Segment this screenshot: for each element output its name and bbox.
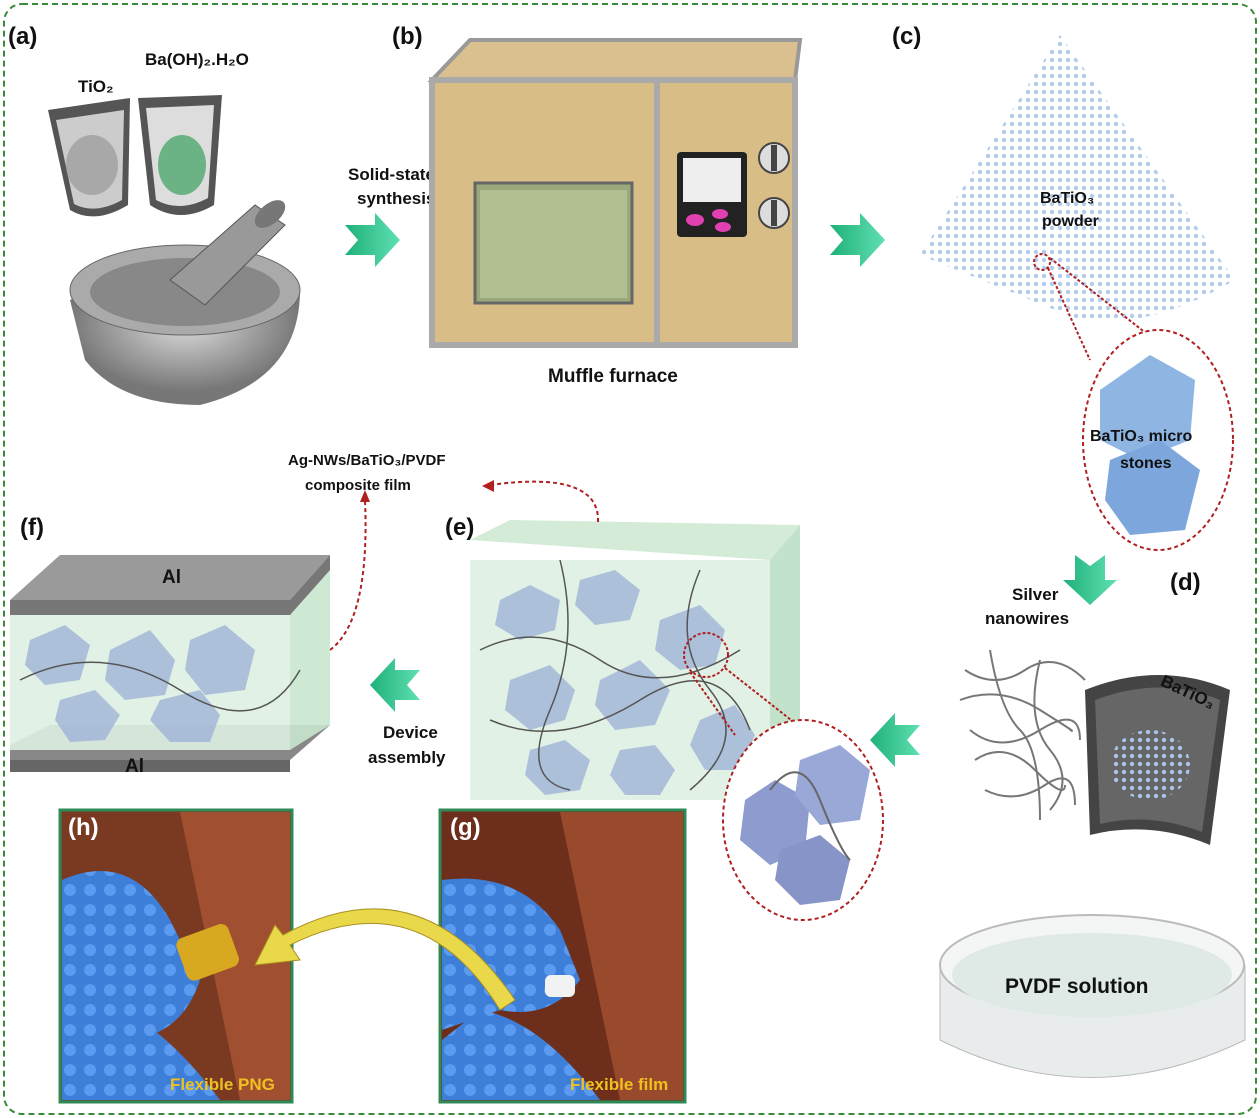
arrow-right-icon [830, 213, 885, 267]
curved-arrow-icon [254, 908, 516, 1011]
dashed-pointer-arrow [489, 480, 600, 523]
device-sandwich [10, 555, 330, 772]
panel-label-b: (b) [392, 23, 423, 50]
panel-label-c: (c) [892, 23, 921, 50]
flexible-png-photo [58, 808, 294, 1104]
device-assembly-label-2: assembly [368, 748, 446, 767]
mortar-and-pestle [69, 200, 301, 405]
composite-film-block [470, 520, 800, 800]
batio3-container [1085, 675, 1230, 845]
zoom-circle [1033, 253, 1051, 271]
powder-label-1: BaTiO₃ [1040, 190, 1094, 207]
flexible-png-caption: Flexible PNG [170, 1075, 275, 1094]
silver-nanowires [959, 649, 1086, 821]
tio2-label: TiO₂ [78, 77, 114, 96]
pvdf-dish [939, 914, 1246, 1078]
panel-label-d: (d) [1170, 569, 1201, 596]
micro-stones-label-1: BaTiO₃ micro [1090, 428, 1192, 445]
arrow-right-icon [345, 213, 400, 267]
panel-label-e: (e) [445, 514, 474, 541]
tio2-container [48, 98, 130, 217]
solid-state-label-1: Solid-state [348, 165, 435, 184]
silver-label-1: Silver [1012, 585, 1059, 604]
arrow-left-icon [370, 658, 420, 712]
composite-label-2: composite film [305, 477, 411, 494]
solid-state-label-2: synthesis [357, 189, 435, 208]
arrow-left-icon [870, 713, 920, 767]
micro-stones-label-2: stones [1120, 455, 1172, 472]
powder-label-2: powder [1042, 213, 1099, 230]
dashed-pointer-arrow [329, 499, 367, 651]
panel-label-g: (g) [450, 814, 481, 841]
crystal-inset [722, 719, 884, 921]
muffle-furnace [427, 38, 803, 348]
batio3-powder-pile [920, 35, 1235, 322]
panel-label-h: (h) [68, 814, 99, 841]
panel-label-f: (f) [20, 514, 44, 541]
al-bottom-label: Al [125, 756, 144, 777]
micro-stones-inset [1082, 329, 1234, 551]
baoh-label: Ba(OH)₂.H₂O [145, 50, 249, 69]
al-top-label: Al [162, 567, 181, 588]
composite-label-1: Ag-NWs/BaTiO₃/PVDF [288, 452, 446, 469]
muffle-furnace-label: Muffle furnace [548, 366, 678, 387]
pvdf-label: PVDF solution [1005, 975, 1149, 998]
silver-label-2: nanowires [985, 609, 1069, 628]
device-assembly-label-1: Device [383, 723, 438, 742]
outer-border [3, 3, 1257, 1115]
flexible-film-caption: Flexible film [570, 1075, 668, 1094]
baoh-container [138, 95, 222, 215]
flexible-film-photo [438, 808, 687, 1104]
arrow-down-icon [1063, 555, 1117, 605]
panel-label-a: (a) [8, 23, 37, 50]
